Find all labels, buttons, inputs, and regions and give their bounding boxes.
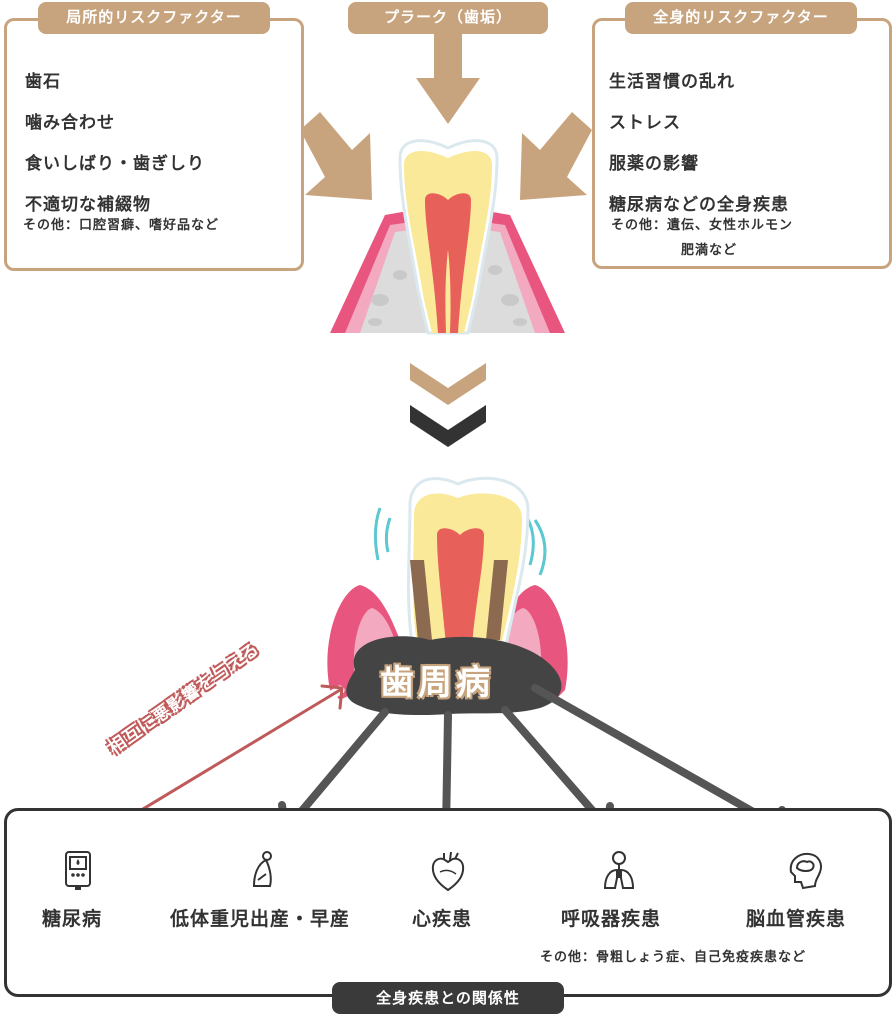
glucose-meter-icon bbox=[65, 851, 91, 890]
heart-icon bbox=[431, 851, 465, 892]
healthy-tooth-illustration bbox=[330, 139, 565, 335]
local-risk-item: 不適切な補綴物 bbox=[25, 195, 151, 215]
local-risk-item: 歯石 bbox=[25, 72, 61, 92]
local-risk-item: 噛み合わせ bbox=[25, 113, 115, 133]
lungs-icon bbox=[603, 851, 635, 889]
chevron-dark bbox=[410, 405, 486, 447]
local-risk-item: 食いしばり・歯ぎしり bbox=[25, 154, 205, 174]
periodontal-tooth-illustration bbox=[327, 476, 568, 716]
brain-icon bbox=[789, 852, 822, 890]
systemic-risk-note: その他：遺伝、女性ホルモン bbox=[611, 218, 794, 233]
periodontal-disease-label: 歯周病 bbox=[380, 663, 494, 703]
systemic-risk-item: ストレス bbox=[609, 113, 681, 133]
systemic-risk-list: 生活習慣の乱れ ストレス 服薬の影響 糖尿病などの全身疾患 bbox=[609, 70, 789, 234]
local-risk-box: 歯石 噛み合わせ 食いしばり・歯ぎしり 不適切な補綴物 その他：口腔習癖、嗜好品… bbox=[4, 18, 304, 271]
systemic-disease-relation-title: 全身疾患との関係性 bbox=[332, 982, 564, 1014]
disease-cerebrovascular-label: 脳血管疾患 bbox=[746, 908, 847, 930]
baby-icon bbox=[252, 851, 272, 887]
systemic-risk-box: 生活習慣の乱れ ストレス 服薬の影響 糖尿病などの全身疾患 その他：遺伝、女性ホ… bbox=[592, 18, 892, 269]
local-risk-list: 歯石 噛み合わせ 食いしばり・歯ぎしり 不適切な補綴物 bbox=[25, 70, 205, 234]
disease-respiratory-label: 呼吸器疾患 bbox=[561, 908, 662, 930]
systemic-risk-note-2: 肥満など bbox=[681, 243, 738, 258]
systemic-disease-box bbox=[4, 808, 892, 997]
local-risk-arrow bbox=[300, 112, 372, 200]
systemic-risk-item: 生活習慣の乱れ bbox=[609, 72, 735, 92]
plaque-arrow bbox=[416, 34, 480, 124]
plaque-title: プラーク（歯垢） bbox=[348, 2, 548, 34]
systemic-risk-item: 糖尿病などの全身疾患 bbox=[609, 195, 789, 215]
disease-preterm-birth-label: 低体重児出産・早産 bbox=[170, 908, 351, 930]
systemic-risk-item: 服薬の影響 bbox=[609, 154, 699, 174]
other-diseases-note: その他：骨粗しょう症、自己免疫疾患など bbox=[540, 950, 807, 965]
disease-heart-label: 心疾患 bbox=[412, 908, 473, 930]
disease-diabetes-label: 糖尿病 bbox=[42, 908, 103, 930]
local-risk-title: 局所的リスクファクター bbox=[38, 2, 270, 34]
local-risk-note: その他：口腔習癖、嗜好品など bbox=[23, 218, 220, 233]
systemic-risk-arrow bbox=[520, 112, 592, 200]
chevron-light bbox=[410, 363, 486, 405]
systemic-risk-title: 全身的リスクファクター bbox=[625, 2, 857, 34]
